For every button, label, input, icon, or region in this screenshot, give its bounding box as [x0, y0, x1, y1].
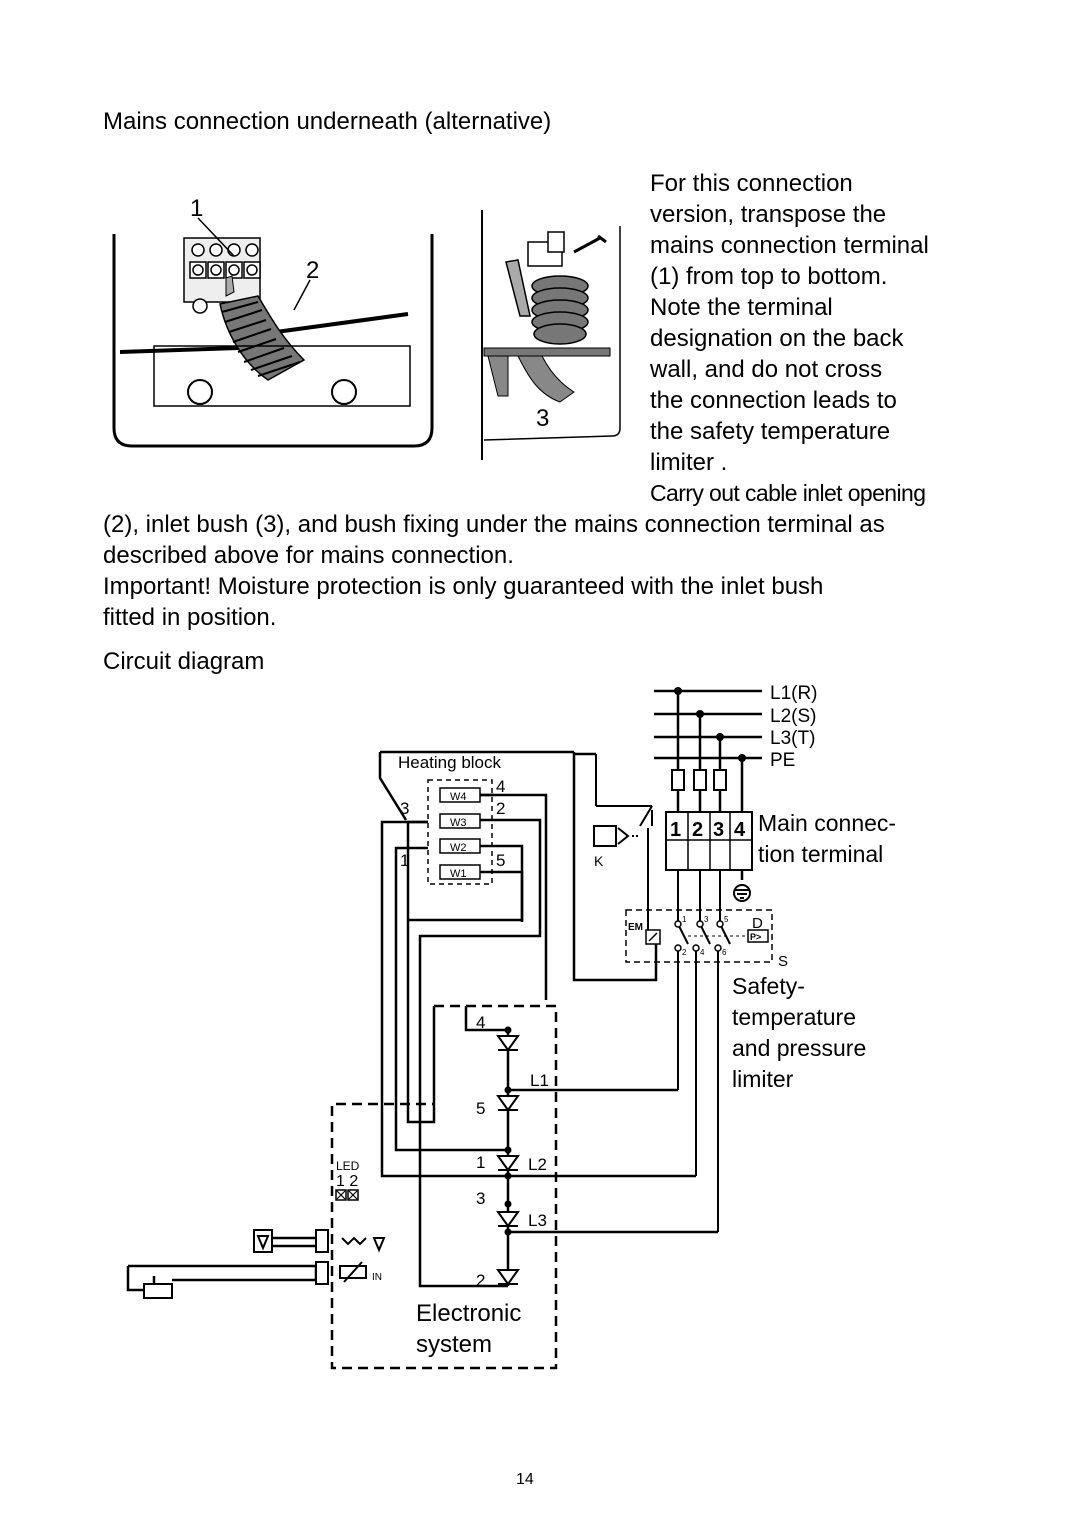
led-indicator: LED 1 2 — [335, 1159, 360, 1201]
side-instruction-line: designation on the back — [650, 325, 904, 352]
body-line: described above for mains connection. — [103, 542, 514, 569]
electronic-system-label: system — [416, 1331, 492, 1358]
led-label: LED — [336, 1159, 360, 1173]
triacs — [496, 1035, 520, 1286]
body-line: fitted in position. — [103, 604, 277, 631]
heater-element-label: W1 — [450, 868, 467, 880]
side-instruction-line: wall, and do not cross — [650, 356, 883, 383]
phase-label: L2(S) — [770, 706, 816, 727]
fuses — [671, 769, 727, 791]
callout-1: 1 — [190, 195, 203, 222]
triac-label: L1 — [530, 1071, 549, 1090]
limiter-mark: 4 — [700, 948, 705, 957]
block-pin: 4 — [496, 777, 505, 796]
supply-lines — [654, 689, 762, 880]
side-instruction-line: version, transpose the — [650, 201, 887, 228]
terminal-number: 2 — [692, 819, 703, 841]
callout-3: 3 — [536, 405, 549, 432]
heater-element-label: W4 — [450, 791, 467, 803]
electronic-system-label: Electronic — [416, 1300, 521, 1327]
body-line: (2), inlet bush (3), and bush fixing und… — [103, 511, 885, 538]
triac-label: L3 — [528, 1211, 547, 1230]
limiter-mark: EM — [628, 922, 643, 933]
triac-label: 1 — [476, 1153, 485, 1172]
side-instruction-line: limiter . — [650, 449, 728, 476]
side-instruction-line: (1) from top to bottom. — [650, 263, 888, 290]
safety-limiter-label: and pressure — [732, 1035, 866, 1061]
triac-label: 5 — [476, 1099, 485, 1118]
triac-label: 4 — [476, 1013, 485, 1032]
limiter-mark: 1 — [682, 915, 687, 924]
sensor-in-label: IN — [372, 1272, 382, 1283]
terminal-number: 3 — [713, 819, 724, 841]
terminal-number: 1 — [670, 819, 681, 841]
safety-limiter-label: Safety- — [732, 973, 805, 999]
coiled-cable — [531, 275, 589, 345]
phase-label: L3(T) — [770, 728, 815, 749]
limiter-mark: 2 — [682, 948, 687, 957]
body-line: Important! Moisture protection is only g… — [103, 573, 824, 600]
circuit-heading: Circuit diagram — [103, 648, 265, 675]
phase-label: PE — [770, 750, 795, 771]
block-pin: 3 — [400, 799, 409, 818]
led-numbers: 1 2 — [336, 1173, 358, 1190]
limiter-mark: P> — [750, 932, 761, 942]
side-instruction-line: mains connection terminal — [650, 232, 929, 259]
section-heading: Mains connection underneath (alternative… — [103, 108, 552, 135]
figure-inlet-bush-side: 3 — [481, 210, 621, 460]
earth-icon — [192, 298, 208, 314]
block-pin: 1 — [400, 851, 409, 870]
triac-label: 2 — [476, 1271, 485, 1290]
triac-label: 3 — [476, 1189, 485, 1208]
main-terminal-label: tion terminal — [758, 841, 883, 867]
main-terminal-label: Main connec- — [758, 810, 896, 836]
terminal-block — [183, 237, 261, 314]
side-instruction-line: the safety temperature — [650, 418, 891, 445]
phase-label: L1(R) — [770, 683, 818, 704]
limiter-mark: D — [752, 915, 763, 932]
triac-label: L2 — [528, 1155, 547, 1174]
sensor-connectors — [143, 1229, 386, 1299]
side-instruction-line: the connection leads to — [650, 387, 897, 414]
electronic-system-box — [330, 1004, 558, 1370]
side-instruction-line: For this connection — [650, 170, 853, 197]
limiter-mark: 6 — [722, 948, 727, 957]
main-connection-terminal: 1 2 3 4 — [665, 811, 753, 871]
limiter-mark: S — [778, 953, 788, 970]
limiter-mark: 3 — [704, 915, 709, 924]
figure-terminal-front: 1 2 — [112, 195, 434, 448]
earth-symbol — [733, 884, 751, 902]
block-pin: 5 — [496, 851, 505, 870]
wiring — [126, 750, 718, 1292]
heater-element-label: W2 — [450, 842, 467, 854]
side-instruction-line: Note the terminal — [650, 294, 833, 321]
safety-limiter-label: temperature — [732, 1004, 856, 1030]
safety-limiter: EM D P> S 1 3 5 2 4 6 — [625, 870, 788, 1232]
page-number: 14 — [516, 1471, 534, 1488]
terminal-number: 4 — [734, 819, 746, 841]
heater-element-label: W3 — [450, 817, 467, 829]
switch-k-label: K — [594, 853, 604, 869]
safety-limiter-label: limiter — [732, 1066, 794, 1092]
limiter-mark: 5 — [724, 915, 729, 924]
pressure-switch-k — [593, 754, 653, 930]
block-pin: 2 — [496, 799, 505, 818]
circuit-diagram: L1(R) L2(S) L3(T) PE 1 2 3 4 Main connec… — [126, 683, 896, 1370]
heating-block: W4 W3 W2 W1 4 3 2 1 5 — [400, 777, 505, 885]
callout-2: 2 — [306, 257, 319, 284]
heating-block-label: Heating block — [398, 753, 502, 772]
side-instructions-last-line: Carry out cable inlet opening — [650, 480, 926, 506]
